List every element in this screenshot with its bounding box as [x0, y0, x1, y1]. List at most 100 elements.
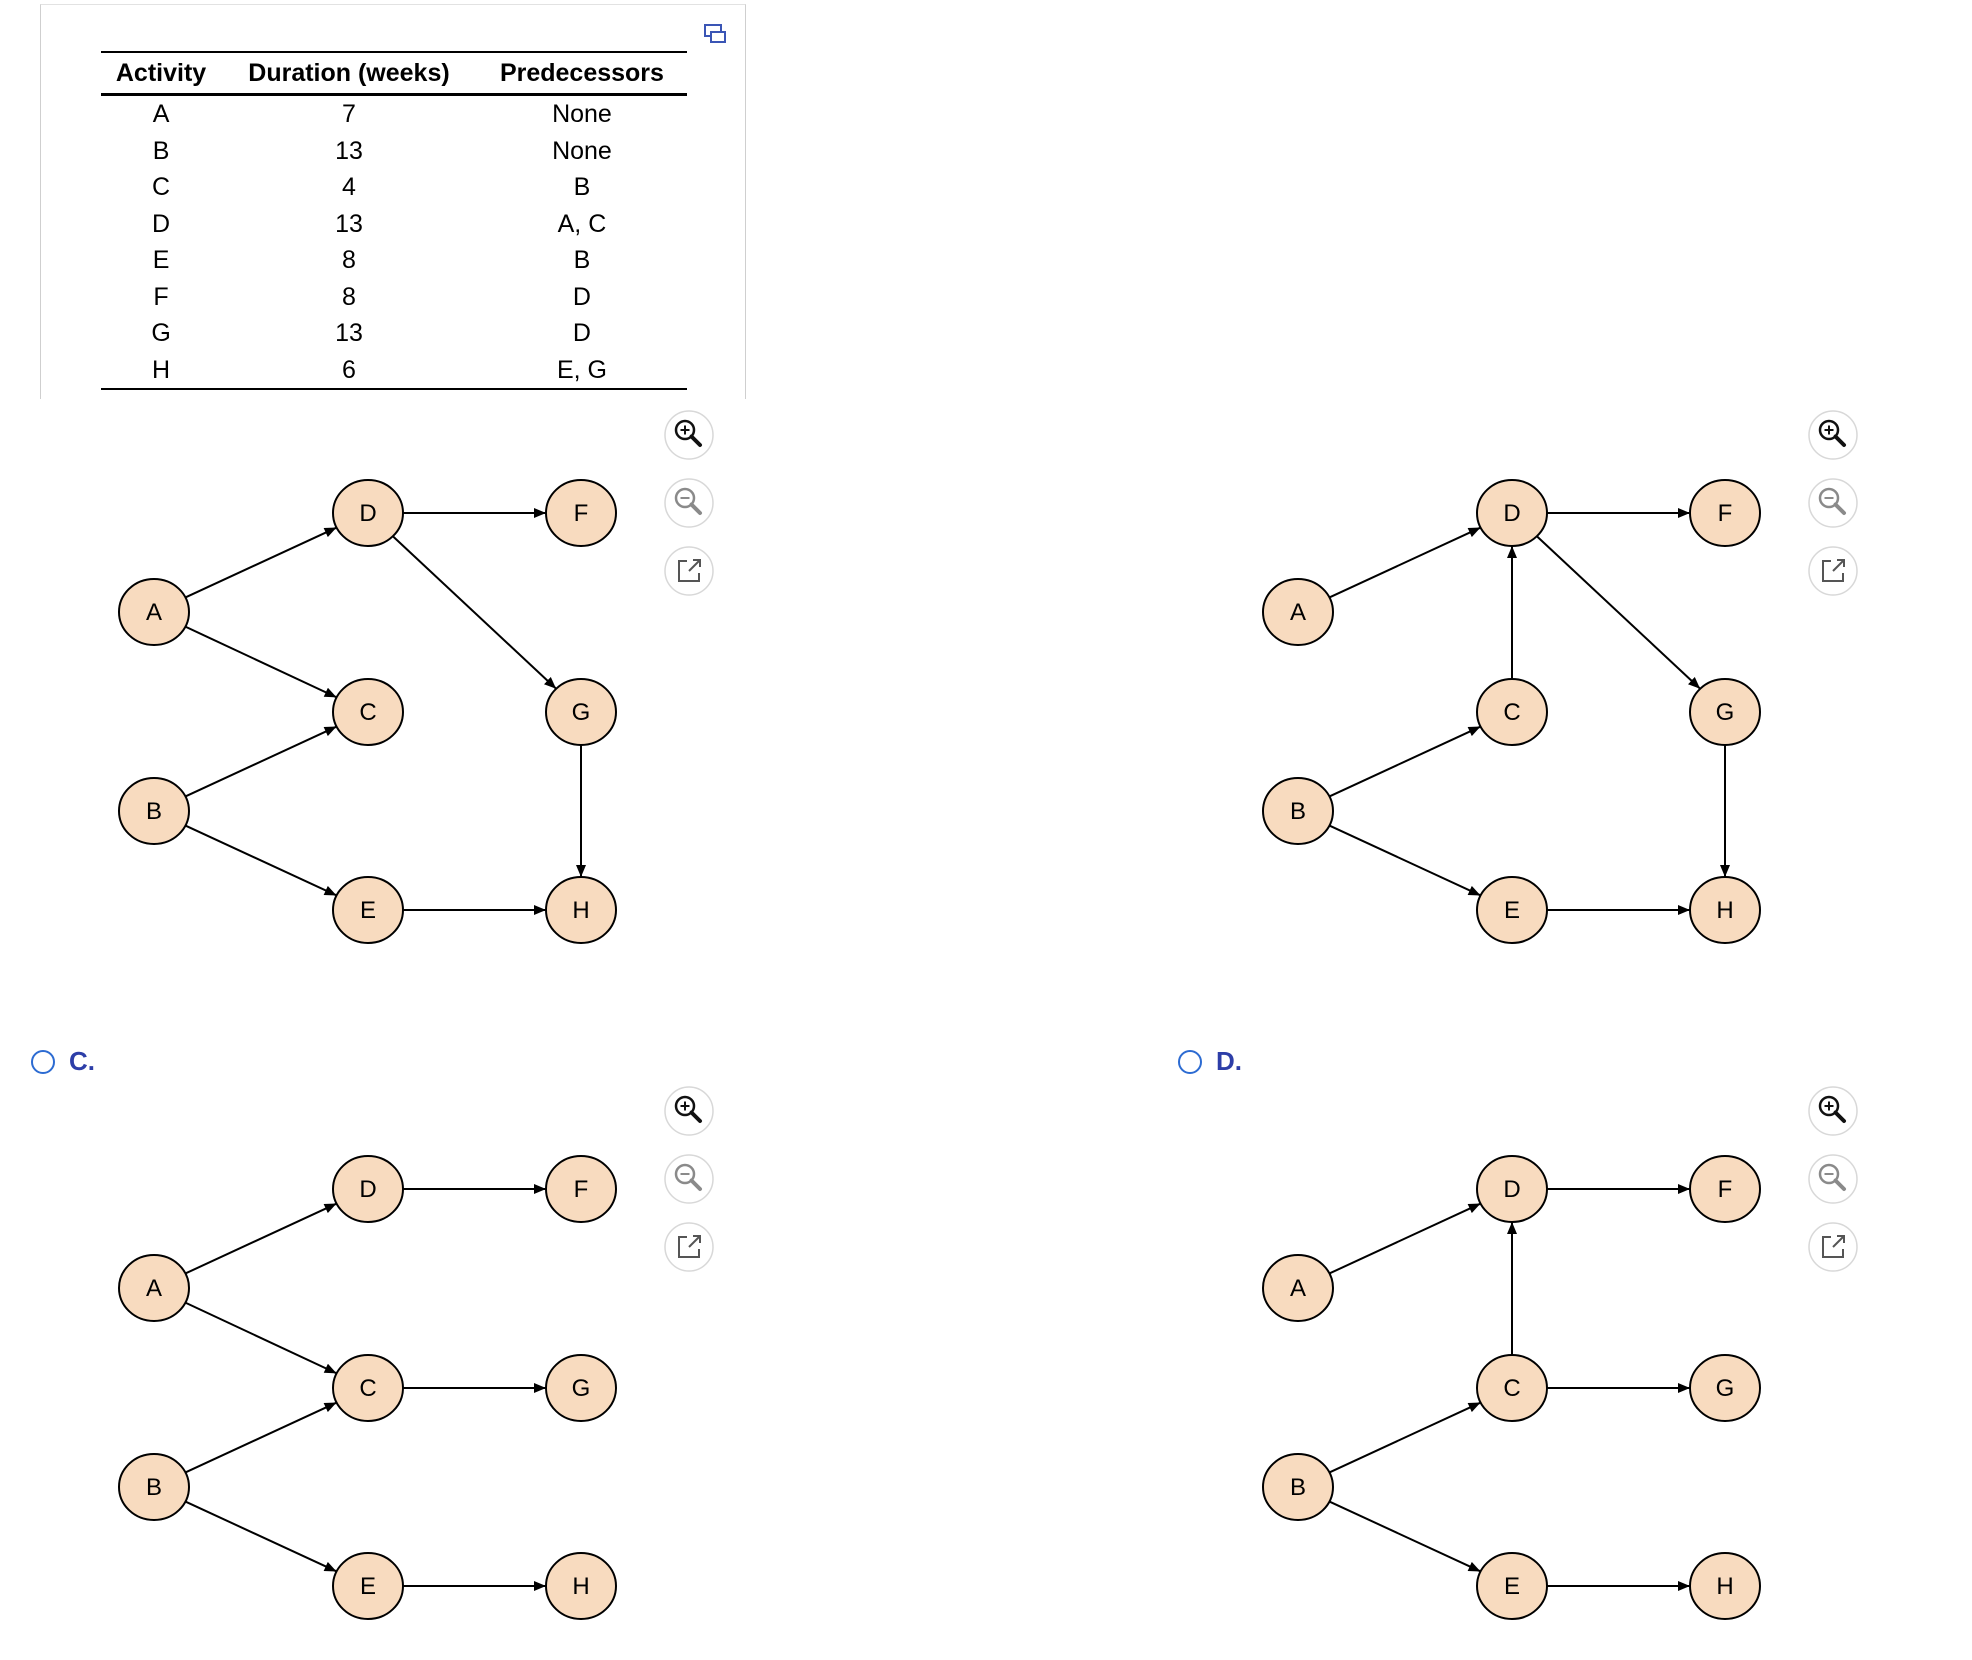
node-label: C [359, 1375, 376, 1402]
option-c-radio-row[interactable]: C. [31, 1046, 95, 1077]
header-duration: Duration (weeks) [221, 51, 477, 96]
node-circle [1476, 678, 1548, 746]
header-predecessors: Predecessors [476, 51, 687, 96]
open-new-window-icon[interactable] [1807, 1221, 1859, 1273]
cell-activity: D [152, 209, 171, 238]
node-e: E [332, 1552, 404, 1620]
edge-b-to-c [1329, 725, 1481, 798]
cell-duration: 13 [335, 136, 363, 165]
node-circle [118, 777, 190, 845]
cell-activity: H [101, 351, 222, 390]
node-e: E [332, 876, 404, 944]
node-a: A [1262, 1254, 1334, 1322]
edge-b-to-e [185, 824, 337, 897]
node-circle [332, 479, 404, 547]
node-e: E [1476, 876, 1548, 944]
node-circle [1262, 578, 1334, 646]
node-b: B [1262, 777, 1334, 845]
node-circle [1262, 1453, 1334, 1521]
node-circle [1262, 777, 1334, 845]
node-circle [545, 1552, 617, 1620]
option-c-radio[interactable] [31, 1049, 55, 1074]
node-label: A [1290, 1275, 1306, 1302]
cell-duration: 4 [342, 173, 356, 201]
node-circle [1689, 1155, 1761, 1223]
activity-table: Activity Duration (weeks) Predecessors A… [101, 51, 687, 390]
node-circle [545, 876, 617, 944]
option-d-radio-row[interactable]: D. [1178, 1046, 1242, 1077]
node-label: E [360, 1573, 376, 1600]
node-g: G [545, 1354, 617, 1422]
node-circle [1476, 479, 1548, 547]
node-d: D [1476, 479, 1548, 547]
zoom-out-icon[interactable] [663, 477, 715, 529]
edge-b-to-e [1329, 824, 1481, 897]
node-a: A [1262, 578, 1334, 646]
cell-predecessors: None [552, 100, 612, 128]
open-new-window-icon[interactable] [1807, 545, 1859, 597]
zoom-out-icon[interactable] [1807, 1153, 1859, 1205]
cell-predecessors: A, C [557, 209, 607, 238]
node-label: E [1504, 1573, 1520, 1600]
cell-duration: 13 [335, 209, 363, 238]
node-label: G [572, 1375, 591, 1402]
zoom-in-icon[interactable] [1807, 409, 1859, 461]
node-circle [1689, 876, 1761, 944]
edge-d-to-g [392, 535, 557, 690]
cell-predecessors: D [572, 319, 591, 347]
cell-activity: G [151, 319, 171, 347]
node-a: A [118, 578, 190, 646]
edge-b-to-c [1329, 1401, 1481, 1474]
node-label: H [1716, 897, 1733, 924]
zoom-in-icon[interactable] [1807, 1085, 1859, 1137]
node-label: D [1503, 1176, 1520, 1203]
open-new-window-icon[interactable] [663, 1221, 715, 1273]
cell-predecessors: E, G [476, 351, 687, 390]
cell-duration: 13 [335, 319, 363, 347]
zoom-out-icon[interactable] [1807, 477, 1859, 529]
node-circle [1689, 479, 1761, 547]
cell-duration: 8 [342, 246, 356, 274]
node-circle [1262, 1254, 1334, 1322]
node-e: E [1476, 1552, 1548, 1620]
zoom-out-icon[interactable] [663, 1153, 715, 1205]
node-f: F [1689, 479, 1761, 547]
node-circle [1476, 1552, 1548, 1620]
node-circle [118, 578, 190, 646]
node-b: B [118, 777, 190, 845]
node-label: E [1504, 897, 1520, 924]
edge-a-to-d [1329, 1202, 1481, 1275]
node-circle [545, 1155, 617, 1223]
node-label: E [360, 897, 376, 924]
open-new-window-icon[interactable] [663, 545, 715, 597]
node-label: D [359, 1176, 376, 1203]
node-b: B [118, 1453, 190, 1521]
node-c: C [1476, 678, 1548, 746]
node-label: F [574, 500, 589, 527]
edge-b-to-e [185, 1500, 337, 1573]
expand-window-icon[interactable] [703, 23, 727, 45]
node-h: H [1689, 1552, 1761, 1620]
option-d-radio[interactable] [1178, 1049, 1202, 1074]
zoom-in-icon[interactable] [663, 409, 715, 461]
node-circle [1476, 1155, 1548, 1223]
node-label: C [1503, 1375, 1520, 1402]
edge-a-to-d [185, 1202, 337, 1275]
node-circle [1689, 1552, 1761, 1620]
header-activity: Activity [101, 51, 222, 96]
node-a: A [118, 1254, 190, 1322]
zoom-in-icon[interactable] [663, 1085, 715, 1137]
node-c: C [1476, 1354, 1548, 1422]
option-d-label: D. [1216, 1046, 1242, 1076]
node-circle [118, 1254, 190, 1322]
node-h: H [545, 1552, 617, 1620]
node-label: D [1503, 500, 1520, 527]
cell-predecessors: B [573, 173, 591, 201]
node-label: A [146, 1275, 162, 1302]
